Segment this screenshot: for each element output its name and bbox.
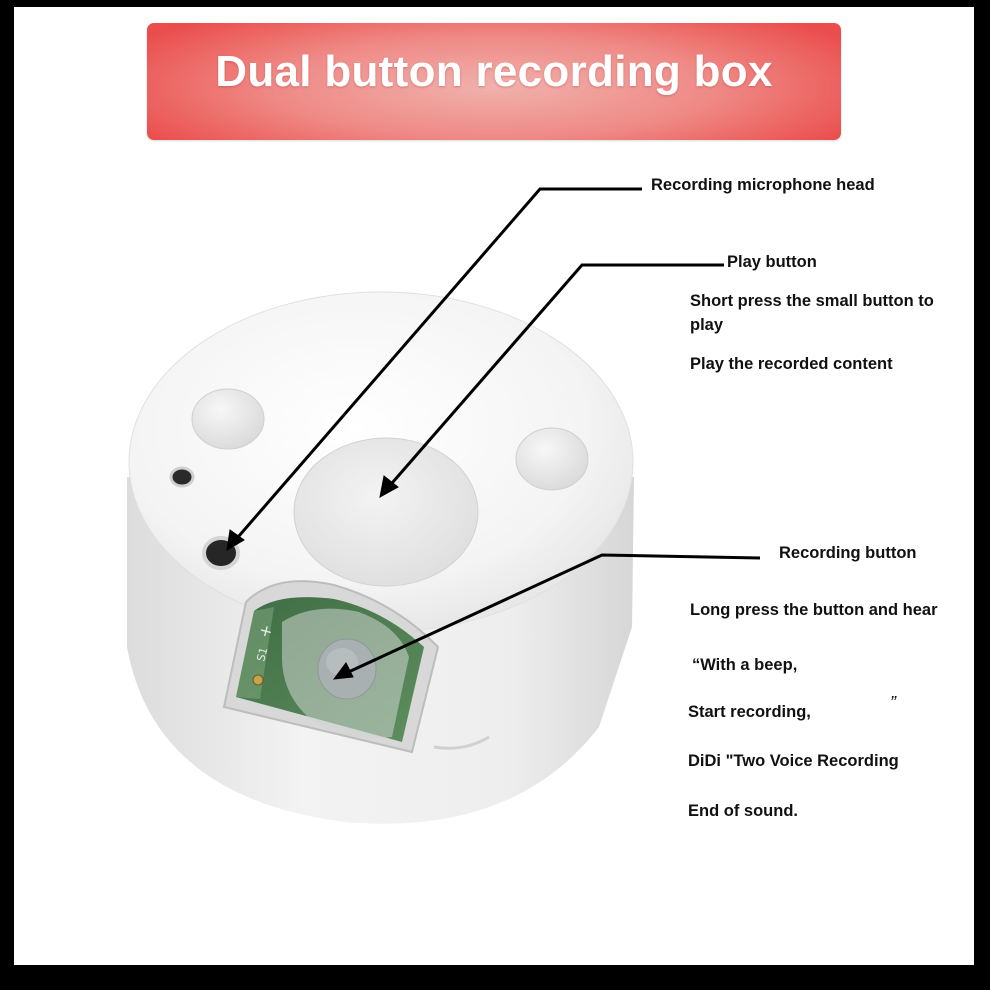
quote-mark: ” [890, 693, 896, 713]
left-small-button [191, 388, 265, 450]
product-image-canvas: Dual button recording box [14, 7, 974, 965]
record-callout-arrow [332, 553, 761, 680]
play-button-label: Play button [727, 253, 817, 271]
recording-button-label: Recording button [779, 544, 917, 562]
microphone-label: Recording microphone head [651, 176, 875, 194]
record-description-5: End of sound. [688, 802, 798, 820]
device-illustration: + S1 [127, 187, 761, 824]
play-description-2: Play the recorded content [690, 355, 893, 373]
right-small-button [515, 427, 589, 491]
record-description-4: DiDi "Two Voice Recording [688, 752, 899, 770]
small-hole [169, 466, 195, 488]
record-description-1: Long press the button and hear [690, 601, 938, 619]
record-description-2: “With a beep, [692, 656, 798, 674]
banner-title: Dual button recording box [215, 47, 773, 96]
title-banner: Dual button recording box [147, 23, 841, 140]
play-button-large [293, 437, 479, 587]
microphone-callout-arrow [226, 187, 642, 551]
svg-text:+: + [255, 622, 277, 640]
play-description-1: Short press the small button to play [690, 292, 934, 334]
play-callout-arrow [379, 263, 724, 498]
record-description-3: Start recording, [688, 703, 811, 721]
svg-text:S1: S1 [254, 646, 270, 663]
